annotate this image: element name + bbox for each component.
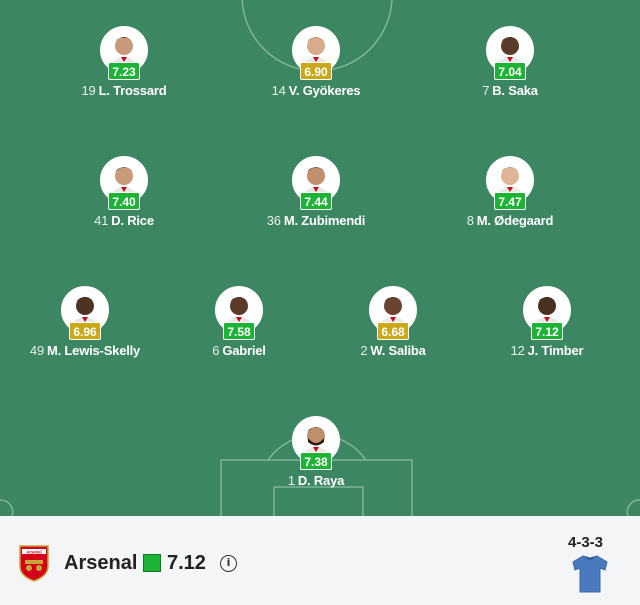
player-name: M. Lewis-Skelly — [46, 343, 141, 358]
player-rating: 6.90 — [300, 62, 332, 80]
player-name: D. Rice — [111, 213, 154, 228]
player-name: Gabriel — [222, 343, 266, 358]
player-number: 12 — [510, 343, 525, 358]
rating-indicator — [143, 554, 161, 572]
player-number: 36 — [266, 213, 281, 228]
player-rating: 6.96 — [69, 322, 101, 340]
player-number: 6 — [212, 343, 220, 358]
shirt-icon[interactable] — [572, 554, 608, 594]
team-name: Arsenal — [64, 552, 138, 574]
player-name: M. Zubimendi — [283, 213, 366, 228]
player-rating: 7.23 — [108, 62, 140, 80]
player-number: 7 — [482, 83, 490, 98]
player-number: 41 — [94, 213, 109, 228]
player-name: J. Timber — [527, 343, 584, 358]
player-photo — [486, 26, 534, 74]
player-number: 19 — [81, 83, 96, 98]
info-icon[interactable]: i — [220, 555, 237, 572]
arsenal-crest-icon: Arsenal — [19, 545, 49, 582]
player-number: 49 — [29, 343, 44, 358]
player-rating: 7.40 — [108, 192, 140, 210]
team-rating: 7.12 — [167, 552, 206, 574]
player-number: 8 — [466, 213, 474, 228]
player-rating: 7.47 — [494, 192, 526, 210]
player-rating: 7.12 — [531, 322, 563, 340]
player-rating: 7.44 — [300, 192, 332, 210]
crest-text: Arsenal — [26, 549, 41, 554]
player-name: W. Saliba — [370, 343, 426, 358]
team-summary-bar: Arsenal Arsenal 7.12 i 4-3-3 — [0, 516, 640, 605]
player-rating: 6.68 — [377, 322, 409, 340]
player-number: 1 — [287, 473, 295, 488]
player-rating: 7.38 — [300, 452, 332, 470]
player-name: D. Raya — [297, 473, 345, 488]
player-name: B. Saka — [492, 83, 538, 98]
formation-label: 4-3-3 — [568, 534, 604, 551]
player-rating: 7.04 — [494, 62, 526, 80]
player-number: 2 — [360, 343, 368, 358]
player-name: M. Ødegaard — [476, 213, 554, 228]
player-name: V. Gyökeres — [288, 83, 361, 98]
player-number: 14 — [271, 83, 286, 98]
player-rating: 7.58 — [223, 322, 255, 340]
player-name: L. Trossard — [98, 83, 167, 98]
